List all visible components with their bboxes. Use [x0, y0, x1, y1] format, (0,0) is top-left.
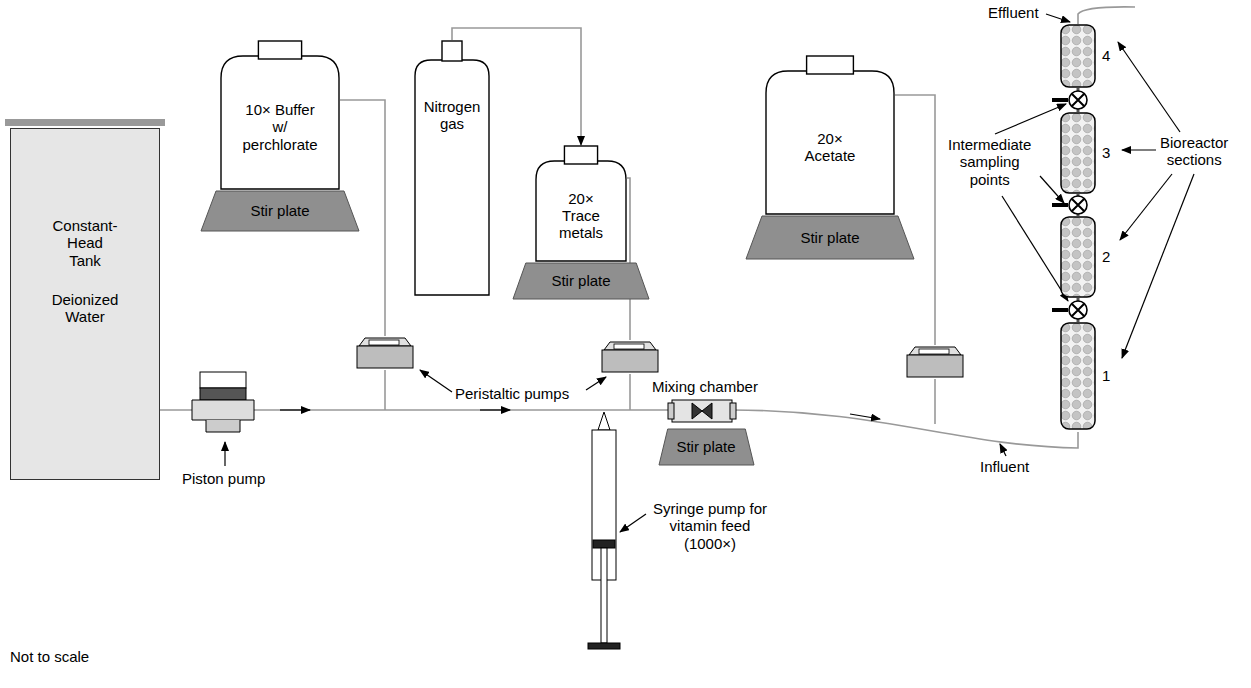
annotation-label: Peristaltic pumps: [455, 385, 569, 402]
section-number: 1: [1102, 367, 1110, 384]
column-shape: [1061, 113, 1095, 193]
bioreactor-section: 3: [1060, 112, 1096, 194]
peristaltic-pump: [907, 347, 963, 377]
node-content: 10× Buffer w/ perchlorate: [220, 40, 340, 190]
column-shape: [1061, 25, 1095, 87]
annotation-label: Bioreactor sections: [1160, 134, 1228, 169]
annotation-label: Not to scale: [10, 648, 89, 665]
syringe-pump: [588, 412, 620, 649]
node-label: Stir plate: [551, 272, 610, 289]
node-label: 20× Acetate: [805, 130, 856, 165]
piston-pump: [192, 372, 254, 432]
bottle-cap: [564, 146, 597, 164]
annotation-label: Influent: [980, 458, 1029, 475]
peristaltic-pump: [602, 342, 658, 372]
stir-plate: Stir plate: [745, 215, 915, 260]
water-tank: Constant-Head TankDeionized Water: [10, 128, 160, 480]
section-number: 2: [1102, 248, 1110, 265]
gas-cylinder: Nitrogen gas: [414, 40, 490, 296]
column-shape: [1061, 323, 1095, 429]
bottle-body: [766, 71, 894, 214]
bottle-cap: [807, 56, 854, 74]
reagent-bottle: 20× Acetate: [765, 55, 895, 215]
flow-arrows: [280, 410, 880, 419]
node-label: 10× Buffer w/ perchlorate: [242, 101, 317, 153]
stir-plate-shape: [201, 191, 359, 231]
bioreactor-section: 1: [1060, 322, 1096, 430]
node-content: Stir plate: [200, 190, 360, 232]
cylinder-body: [415, 60, 489, 295]
reagent-bottle: 10× Buffer w/ perchlorate: [220, 40, 340, 190]
node-label: Nitrogen gas: [424, 98, 481, 133]
node-label: Stir plate: [250, 202, 309, 219]
node-content: Nitrogen gas: [414, 40, 490, 296]
bioreactor-section: 2: [1060, 216, 1096, 298]
section-number: 3: [1102, 144, 1110, 161]
node-content: 20× Acetate: [765, 55, 895, 215]
bottle-cap: [258, 41, 301, 59]
sec-outline: [1060, 322, 1096, 430]
column-shape: [1061, 217, 1095, 297]
stir-plate: Stir plate: [512, 262, 650, 300]
node-label: 20× Trace metals: [559, 190, 603, 242]
node-content: [1060, 322, 1096, 430]
tank-lid: [5, 119, 165, 126]
annotation-label: Mixing chamber: [652, 378, 758, 395]
cylinder-valve: [442, 41, 462, 61]
annotation-label: Effluent: [988, 4, 1039, 21]
annotation-label: Piston pump: [182, 470, 265, 487]
feed-lines: [160, 7, 1135, 448]
stir-plate: Stir plate: [658, 428, 755, 466]
reagent-bottle: 20× Trace metals: [535, 145, 627, 262]
stir-plate-shape: [513, 263, 649, 299]
bottle-body: [536, 161, 626, 261]
node-content: Stir plate: [745, 215, 915, 260]
node-content: 20× Trace metals: [535, 145, 627, 262]
annotation-label: Intermediate sampling points: [948, 136, 1031, 188]
node-label: Constant-Head Tank: [52, 217, 117, 269]
sec-outline: [1060, 112, 1096, 194]
stir-plate-shape: [659, 429, 754, 465]
stir-plate: Stir plate: [200, 190, 360, 232]
bioreactor-section: 4: [1060, 24, 1096, 88]
sec-outline: [1060, 24, 1096, 88]
node-content: [1060, 112, 1096, 194]
node-content: Stir plate: [512, 262, 650, 300]
sec-outline: [1060, 216, 1096, 298]
annotation-label: Syringe pump for vitamin feed (1000×): [650, 500, 770, 552]
node-content: [1060, 24, 1096, 88]
node-content: Constant-Head TankDeionized Water: [11, 129, 159, 479]
gas-outline: [414, 40, 490, 296]
peristaltic-pump: [357, 338, 413, 368]
node-label: Stir plate: [676, 438, 735, 455]
bottle-body: [221, 56, 339, 189]
node-label: Stir plate: [800, 229, 859, 246]
node-label: Deionized Water: [52, 291, 119, 326]
node-content: Stir plate: [658, 428, 755, 466]
section-number: 4: [1102, 47, 1110, 64]
mixing-chamber: [668, 400, 736, 422]
stir-plate-shape: [746, 216, 914, 259]
leader-arrows: [225, 14, 1194, 532]
node-content: [1060, 216, 1096, 298]
